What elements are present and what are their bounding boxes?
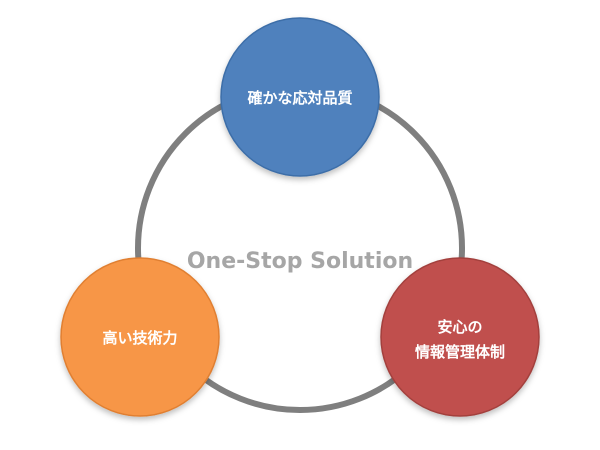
node-technology: 高い技術力 (60, 257, 220, 417)
center-title: One-Stop Solution (187, 249, 413, 274)
node-security: 安心の 情報管理体制 (380, 257, 540, 417)
node-quality-label: 確かな応対品質 (246, 89, 352, 107)
node-security-label-line1: 安心の (437, 318, 482, 336)
node-technology-circle (60, 257, 220, 417)
node-security-label-line2: 情報管理体制 (415, 343, 505, 361)
node-quality-circle (220, 17, 380, 177)
node-security-circle (380, 257, 540, 417)
node-technology-label: 高い技術力 (102, 329, 177, 347)
node-quality: 確かな応対品質 (220, 17, 380, 177)
